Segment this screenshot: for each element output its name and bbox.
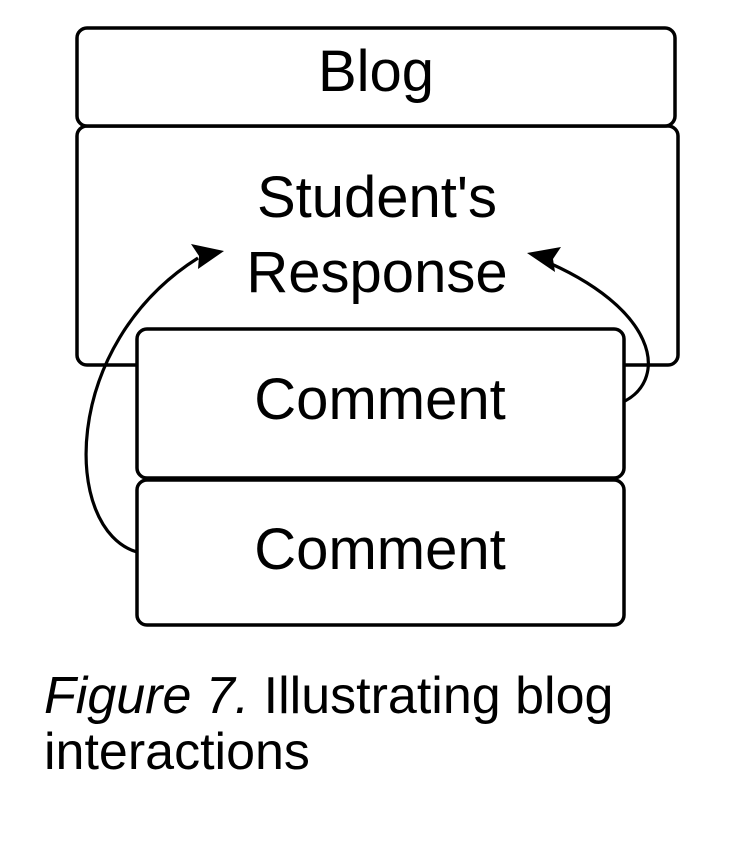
node-comment-1: Comment (135, 327, 626, 480)
figure-label: Figure 7. (44, 667, 250, 725)
node-blog: Blog (75, 26, 677, 128)
students-response-label-line1: Student's (257, 165, 497, 230)
blog-interaction-diagram: Blog Student's Response Comment Comment (75, 26, 680, 627)
blog-box (75, 26, 677, 128)
arrow-comment2-curve (84, 256, 199, 554)
node-comment-2: Comment (135, 478, 626, 627)
blog-label: Blog (318, 39, 434, 104)
arrow-comment1-to-response (527, 247, 650, 403)
arrow-comment1-curve (539, 257, 650, 403)
figure-caption: Figure 7. Illustrating blog interactions (44, 668, 694, 780)
caption-text: Illustrating blog interactions (44, 667, 614, 782)
arrowhead-left-icon (191, 244, 224, 269)
comment-2-box (135, 478, 626, 627)
students-response-label-line2: Response (246, 240, 507, 305)
arrowhead-right-icon (527, 247, 561, 272)
comment-1-label: Comment (254, 367, 505, 432)
comment-1-box (135, 327, 626, 480)
comment-2-label: Comment (254, 517, 505, 582)
arrow-comment2-to-response (84, 244, 224, 554)
